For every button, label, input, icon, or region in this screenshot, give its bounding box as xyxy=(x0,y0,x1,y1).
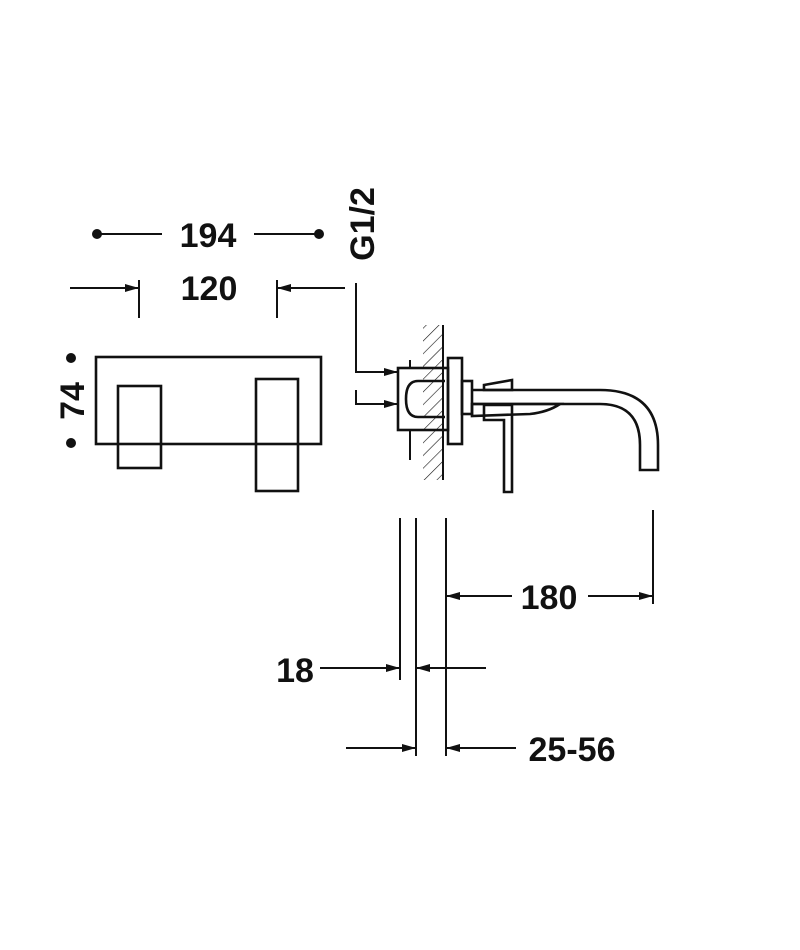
thread-leader xyxy=(355,283,398,408)
dim-label-74: 74 xyxy=(54,382,92,420)
dimension-plate-thickness: 18 xyxy=(276,652,486,690)
front-view: 194 120 74 xyxy=(54,217,345,493)
dimension-wall-range: 25-56 xyxy=(346,731,615,769)
dim-dot-bottom xyxy=(66,438,76,448)
dimension-height: 74 xyxy=(54,353,92,448)
side-view: G1/2 xyxy=(276,187,660,769)
wall-section xyxy=(408,325,444,480)
dim-label-120: 120 xyxy=(181,270,238,308)
handle-right xyxy=(254,377,300,493)
thread-label: G1/2 xyxy=(344,187,382,261)
dim-label-18: 18 xyxy=(276,652,314,690)
flange-plate xyxy=(446,356,464,446)
dim-label-25-56: 25-56 xyxy=(529,731,616,769)
dim-label-194: 194 xyxy=(180,217,237,255)
dim-dot-top xyxy=(66,353,76,363)
handle-left xyxy=(116,384,163,470)
lever xyxy=(482,403,514,494)
spout-assembly xyxy=(460,378,660,494)
dim-label-180: 180 xyxy=(521,579,578,617)
dimension-spout-reach: 180 xyxy=(446,579,653,617)
dimension-overall-width: 194 xyxy=(92,217,324,255)
dimension-plate-width: 120 xyxy=(70,270,345,318)
wall-plate-front xyxy=(94,355,323,446)
